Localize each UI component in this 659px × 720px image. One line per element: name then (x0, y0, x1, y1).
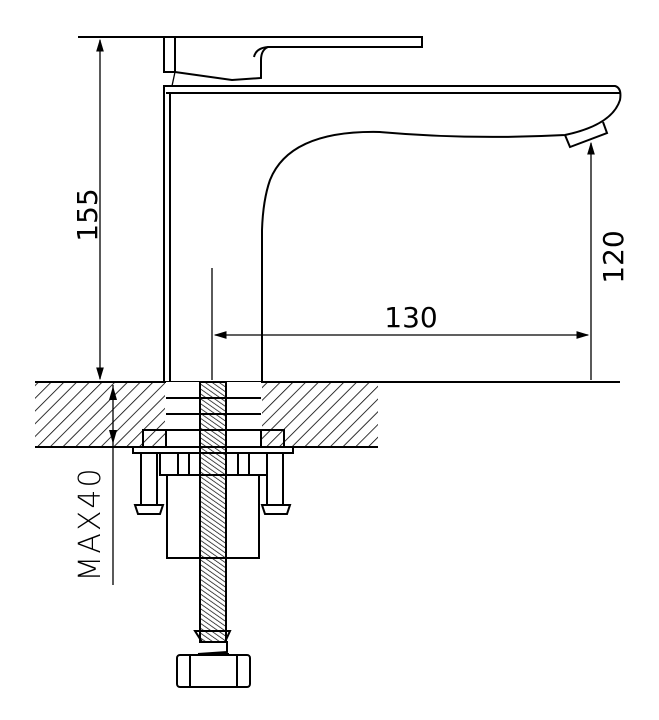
dimension-max-deck-thickness: MAX40 (73, 385, 117, 585)
faucet-body (163, 85, 622, 382)
hose-nut (176, 654, 251, 688)
dimension-spout-height: 120 (587, 141, 630, 380)
countertop (35, 381, 620, 448)
aerator (564, 121, 609, 149)
label-120: 120 (597, 230, 630, 283)
threaded-rod (176, 381, 251, 688)
handle (78, 36, 423, 87)
mounting-assembly (132, 382, 294, 559)
dimension-spout-reach: 130 (211, 268, 590, 380)
label-155: 155 (71, 188, 104, 241)
label-max40: MAX40 (73, 466, 108, 581)
label-130: 130 (384, 301, 437, 334)
dimension-total-height: 155 (71, 38, 104, 381)
